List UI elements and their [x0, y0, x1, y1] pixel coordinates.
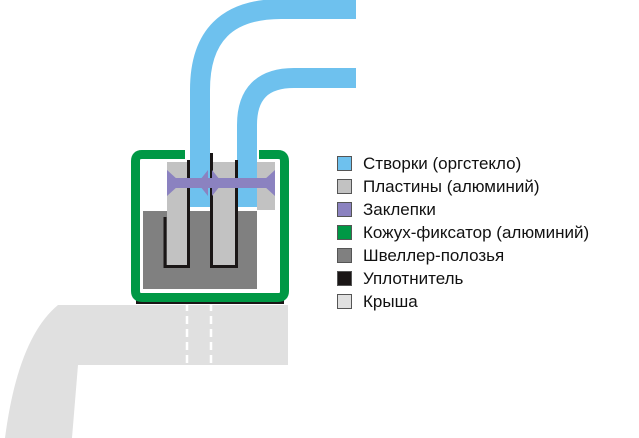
- legend-item-panes: Створки (оргстекло): [337, 152, 589, 175]
- legend-swatch: [337, 248, 352, 263]
- legend-item-seal: Уплотнитель: [337, 267, 589, 290]
- legend-label: Уплотнитель: [363, 268, 464, 288]
- legend-swatch: [337, 294, 352, 309]
- legend-label: Заклепки: [363, 199, 436, 219]
- seal-u-left: [163, 160, 190, 268]
- pane-left: [190, 0, 356, 207]
- legend-item-rivets: Заклепки: [337, 198, 589, 221]
- legend-swatch: [337, 156, 352, 171]
- channel: [143, 211, 257, 289]
- legend-swatch: [337, 225, 352, 240]
- roof: [5, 305, 288, 438]
- pane-right: [237, 68, 356, 207]
- legend-label: Пластины (алюминий): [363, 176, 540, 196]
- casing: [131, 150, 289, 302]
- legend-swatch: [337, 179, 352, 194]
- legend-label: Кожух-фиксатор (алюминий): [363, 222, 590, 242]
- legend-label: Швеллер-полозья: [363, 245, 505, 265]
- legend: Створки (оргстекло) Пластины (алюминий) …: [337, 152, 589, 313]
- legend-item-plates: Пластины (алюминий): [337, 175, 589, 198]
- legend-item-casing: Кожух-фиксатор (алюминий): [337, 221, 589, 244]
- legend-label: Крыша: [363, 291, 418, 311]
- seal-u-right: [210, 153, 238, 268]
- legend-item-roof: Крыша: [337, 290, 589, 313]
- legend-swatch: [337, 202, 352, 217]
- legend-swatch: [337, 271, 352, 286]
- legend-label: Створки (оргстекло): [363, 153, 522, 173]
- legend-item-channel: Швеллер-полозья: [337, 244, 589, 267]
- rivets: [167, 170, 275, 196]
